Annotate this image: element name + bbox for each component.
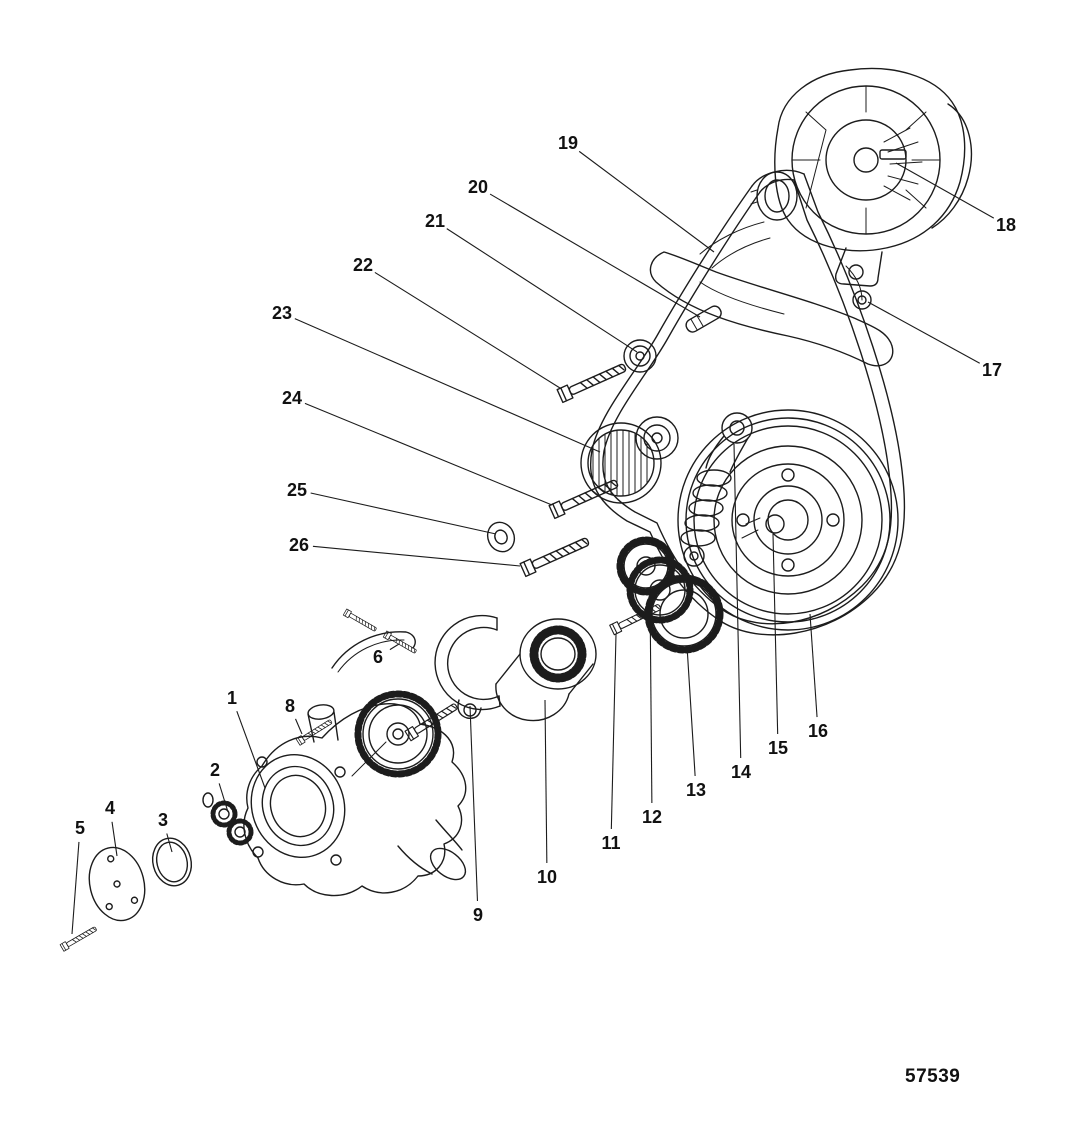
leader-line-18 [895, 162, 995, 219]
leader-line-11 [610, 633, 617, 830]
callout-18: 18 [996, 215, 1016, 235]
alternator-label-slot [879, 149, 907, 160]
callout-23: 23 [272, 303, 292, 323]
pivot-stud [685, 305, 722, 333]
leader-line-19 [578, 150, 715, 253]
callout-6: 6 [373, 647, 383, 667]
leader-line-21 [446, 228, 638, 353]
spline-coupler [495, 618, 597, 722]
leader-line-14 [733, 443, 742, 759]
leader-line-13 [686, 645, 696, 777]
leader-line-22 [374, 271, 561, 389]
callout-20: 20 [468, 177, 488, 197]
callout-22: 22 [353, 255, 373, 275]
leader-line-1 [236, 710, 266, 789]
bolt-24 [548, 476, 621, 520]
callout-8: 8 [285, 696, 295, 716]
callout-21: 21 [425, 211, 445, 231]
callout-9: 9 [473, 905, 483, 925]
impeller-kit [202, 792, 254, 846]
tensioner-pulley [580, 416, 679, 504]
callout-13: 13 [686, 780, 706, 800]
callout-4: 4 [105, 798, 115, 818]
leader-line-17 [867, 301, 980, 364]
callout-14: 14 [731, 762, 751, 782]
leader-line-25 [310, 492, 497, 535]
retaining-clip [331, 631, 416, 673]
callout-11: 11 [601, 833, 620, 853]
outlet-port [429, 847, 467, 881]
leader-line-8 [295, 718, 303, 735]
vent-port [307, 704, 335, 720]
leader-line-20 [489, 193, 701, 318]
gear-ring [644, 574, 724, 654]
leader-line-23 [294, 318, 601, 453]
mounting-bracket [649, 221, 894, 367]
water-pump-housing [243, 703, 467, 897]
leader-line-15 [772, 533, 779, 735]
callout-17: 17 [982, 360, 1002, 380]
callout-16: 16 [808, 721, 828, 741]
callout-19: 19 [558, 133, 578, 153]
backing-plate [434, 614, 501, 719]
callout-26: 26 [289, 535, 309, 555]
serpentine-belt [590, 169, 906, 636]
screw-6a [342, 608, 378, 634]
crankshaft-pulley [677, 409, 899, 631]
callout-24: 24 [282, 388, 302, 408]
leader-line-16 [809, 613, 818, 718]
leader-line-10 [544, 699, 548, 864]
callout-5: 5 [75, 818, 85, 838]
leader-line-3 [166, 833, 173, 853]
leader-line-12 [649, 591, 653, 804]
callout-12: 12 [642, 807, 662, 827]
leader-line-2 [218, 783, 229, 813]
belt-tensioner [680, 412, 753, 567]
washer [486, 521, 516, 553]
cover-plate [88, 846, 146, 922]
bolt-26 [519, 534, 592, 578]
leader-line-9 [469, 705, 479, 902]
callout-1: 1 [227, 688, 237, 708]
screw-5 [59, 924, 99, 952]
leader-line-5 [71, 841, 80, 935]
leader-line-26 [312, 545, 521, 567]
pulley-shaft-bolt [765, 514, 785, 534]
o-ring [151, 837, 193, 887]
callouts-layer: 1234568910111213141516171819202122232425… [71, 133, 1016, 935]
alternator [750, 67, 973, 287]
callout-15: 15 [768, 738, 788, 758]
callout-25: 25 [287, 480, 307, 500]
figure-number: 57539 [905, 1066, 961, 1087]
idler-bearing [623, 339, 657, 373]
leader-line-4 [111, 821, 118, 857]
drive-sprocket [616, 536, 694, 624]
callout-10: 10 [537, 867, 557, 887]
leader-line-24 [304, 402, 553, 506]
callout-2: 2 [210, 760, 220, 780]
leader-line-6 [389, 643, 400, 651]
callout-3: 3 [158, 810, 168, 830]
